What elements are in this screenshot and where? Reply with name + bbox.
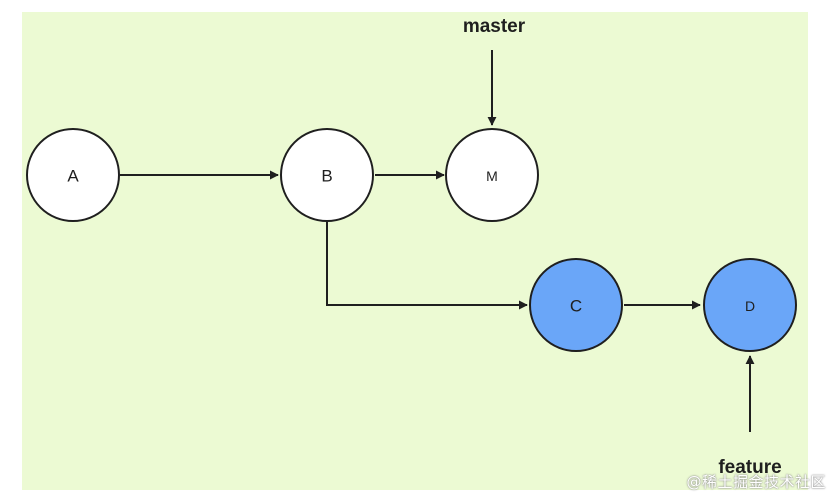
commit-node-a: A [26, 128, 120, 222]
commit-node-b-label: B [321, 167, 332, 186]
commit-node-m-label: M [486, 168, 498, 184]
commit-node-c: C [529, 258, 623, 352]
commit-node-d-label: D [745, 298, 755, 314]
watermark: @稀土掘金技术社区 [686, 473, 826, 491]
branch-label-feature: feature [718, 457, 781, 478]
commit-node-b: B [280, 128, 374, 222]
commit-node-d: D [703, 258, 797, 352]
commit-node-c-label: C [570, 297, 582, 316]
edge-b-to-c [326, 222, 528, 310]
commit-node-a-label: A [67, 167, 79, 186]
commit-node-m: M [445, 128, 539, 222]
branch-label-master: master [463, 16, 526, 37]
diagram-canvas [22, 12, 808, 490]
